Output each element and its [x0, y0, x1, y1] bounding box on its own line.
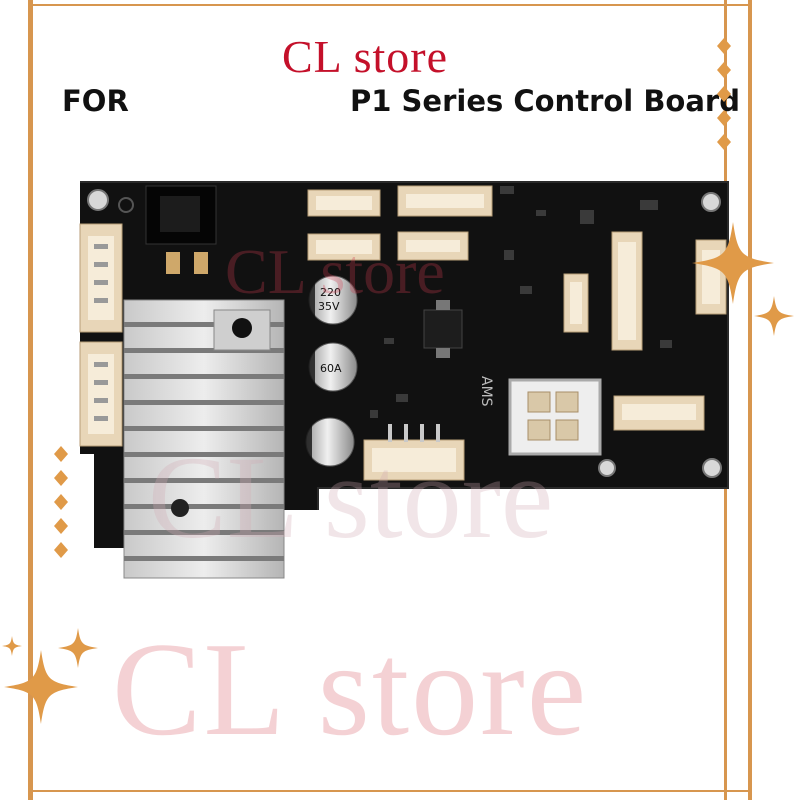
- cap-code-text: 60A: [320, 362, 342, 375]
- sparkle-icon: [4, 650, 78, 724]
- smd-components: [370, 186, 672, 418]
- for-label: FOR: [62, 84, 129, 118]
- capacitors: [302, 272, 358, 470]
- cap-value-text: 220: [320, 286, 341, 299]
- store-title: CL store: [282, 31, 448, 82]
- ams-label: AMS: [478, 376, 494, 407]
- sparkle-icon: [2, 636, 22, 656]
- heatsink: [123, 299, 285, 579]
- ic-chip: [423, 309, 463, 349]
- sparkle-icon: [692, 222, 774, 304]
- cap-voltage-text: 35V: [318, 300, 340, 313]
- sparkle-icon: [58, 628, 98, 668]
- diamond-chain-right: [717, 38, 731, 150]
- diamond-chain-left: [54, 446, 68, 558]
- mounting-holes: [87, 189, 722, 478]
- frame-left-line: [28, 0, 33, 800]
- frame-top-line: [28, 4, 752, 6]
- frame-right-line-outer: [748, 0, 752, 800]
- frame-bottom-line: [28, 790, 752, 792]
- left-connectors: [79, 223, 123, 447]
- sparkle-icon: [754, 296, 794, 336]
- product-label: P1 Series Control Board: [350, 84, 740, 118]
- ams-socket: [508, 378, 602, 456]
